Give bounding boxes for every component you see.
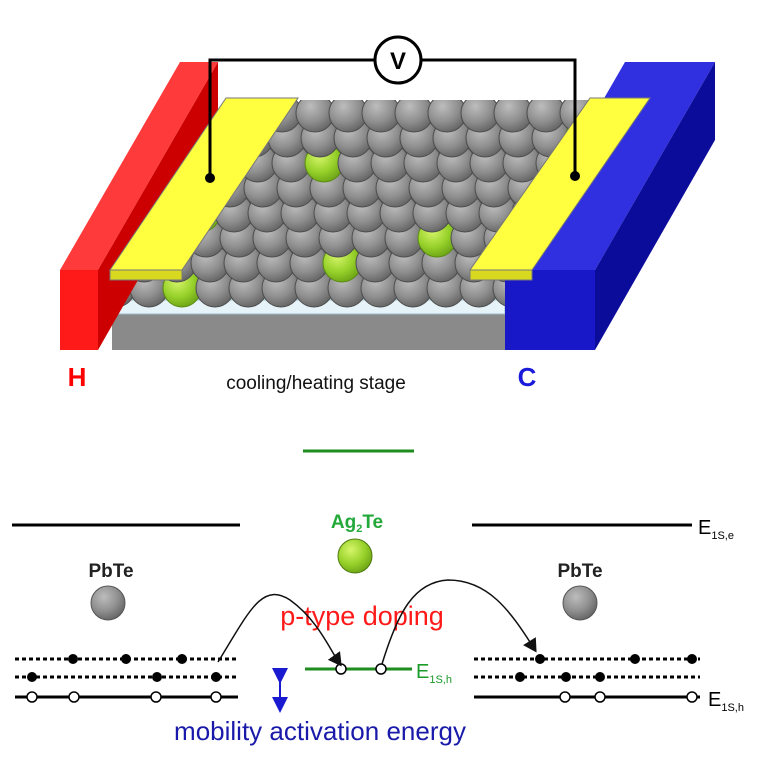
pbte-nanoparticle [361, 100, 401, 133]
pbte-nanoparticle [748, 219, 776, 257]
carriers [26, 654, 698, 703]
left-hole-levels [15, 657, 238, 699]
pbte-nanoparticle [730, 119, 768, 157]
left-electrode-edge [109, 269, 183, 281]
pbte-left-label: PbTe [88, 561, 133, 582]
substrate-front [112, 312, 505, 350]
ag2te-label: Ag2Te [331, 512, 383, 535]
pbte-nanoparticle [739, 169, 776, 207]
pbte-nanoparticle [767, 144, 776, 182]
pbte-nanoparticle [686, 244, 724, 282]
pbte-left-particle [90, 585, 126, 621]
pbte-nanoparticle [526, 100, 566, 133]
pbte-nanoparticle [691, 269, 729, 307]
pbte-nanoparticle [706, 169, 744, 207]
pbte-nanoparticle [772, 169, 776, 207]
right-hole-levels [474, 657, 700, 699]
pbte-nanoparticle [758, 94, 776, 132]
e1sh-label: E1S,h [708, 689, 744, 714]
voltmeter-label: V [390, 48, 406, 75]
pbte-nanoparticle [394, 100, 434, 133]
e1se-label: E1S,e [698, 517, 734, 542]
pbte-nanoparticle [295, 100, 335, 133]
pbte-nanoparticle [493, 100, 533, 133]
energy-diagram: E1S,e PbTe PbTe Ag2Te p-type doping [12, 449, 744, 746]
pbte-nanoparticle [328, 100, 368, 133]
pbte-nanoparticle [427, 100, 467, 133]
ag2te-particle [337, 538, 373, 574]
pbte-nanoparticle [460, 100, 500, 133]
doping-label: p-type doping [280, 601, 444, 631]
pbte-nanoparticle [658, 269, 696, 307]
voltmeter-circuit: V [205, 35, 580, 183]
voltmeter-icon [373, 35, 423, 85]
pbte-nanoparticle [743, 194, 776, 232]
pbte-nanoparticle [710, 194, 748, 232]
pbte-right-particle [562, 585, 598, 621]
pbte-nanoparticle [682, 219, 720, 257]
pbte-right-label: PbTe [557, 561, 602, 582]
pbte-nanoparticle [734, 144, 772, 182]
ag2te-nanoparticle [725, 94, 763, 132]
device-illustration: V H C cooling/heating stage [60, 35, 776, 394]
hot-label: H [68, 362, 87, 392]
stage-label: cooling/heating stage [226, 373, 406, 394]
pbte-nanoparticle [763, 119, 776, 157]
hop-arrow-right [381, 579, 537, 665]
hop-arrow-left [217, 593, 342, 667]
cold-block [505, 62, 715, 350]
e1sh-green-label: E1S,h [416, 661, 452, 686]
pbte-nanoparticle [719, 244, 757, 282]
cold-label: C [518, 362, 537, 392]
right-electrode-edge [469, 269, 533, 281]
pbte-nanoparticle [715, 219, 753, 257]
pbte-nanoparticle [724, 269, 762, 307]
pbte-nanoparticle [677, 194, 715, 232]
pbte-nanoparticle [752, 244, 776, 282]
pbte-nanoparticle [653, 244, 691, 282]
mobility-label: mobility activation energy [174, 716, 466, 746]
